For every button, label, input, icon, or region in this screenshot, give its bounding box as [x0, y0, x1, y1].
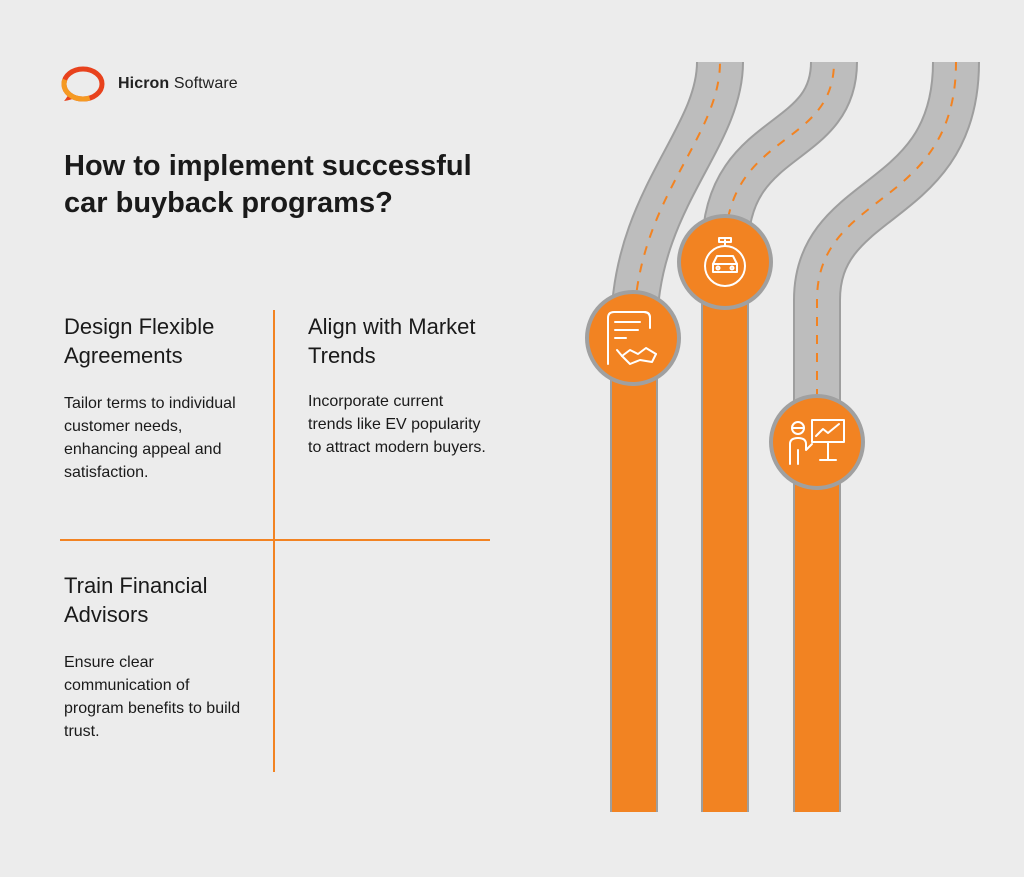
contract-handshake-icon: [585, 290, 681, 386]
step-align-with-market-trends: Align with Market Trends Incorporate cur…: [308, 312, 493, 459]
divider-horizontal: [60, 539, 490, 541]
step-design-flexible-agreements: Design Flexible Agreements Tailor terms …: [64, 312, 264, 484]
step-heading: Design Flexible Agreements: [64, 314, 215, 368]
brand-name: Hicron Software: [118, 75, 238, 92]
page-title: How to implement successful car buyback …: [64, 150, 472, 219]
hicron-logo-icon: [61, 66, 105, 102]
presenter-chart-icon: [769, 394, 865, 490]
step-description: Ensure clear communication of program be…: [64, 654, 241, 740]
roads-illustration: [585, 60, 980, 812]
step-heading: Align with Market Trends: [308, 314, 476, 368]
road-3: [793, 61, 980, 812]
step-description: Incorporate current trends like EV popul…: [308, 393, 486, 456]
step-heading: Train Financial Advisors: [64, 573, 208, 627]
divider-vertical: [273, 310, 275, 772]
brand-logo: Hicron Software: [60, 64, 238, 104]
step-description: Tailor terms to individual customer need…: [64, 395, 236, 481]
electric-car-icon: [677, 214, 773, 310]
step-train-financial-advisors: Train Financial Advisors Ensure clear co…: [64, 571, 264, 743]
